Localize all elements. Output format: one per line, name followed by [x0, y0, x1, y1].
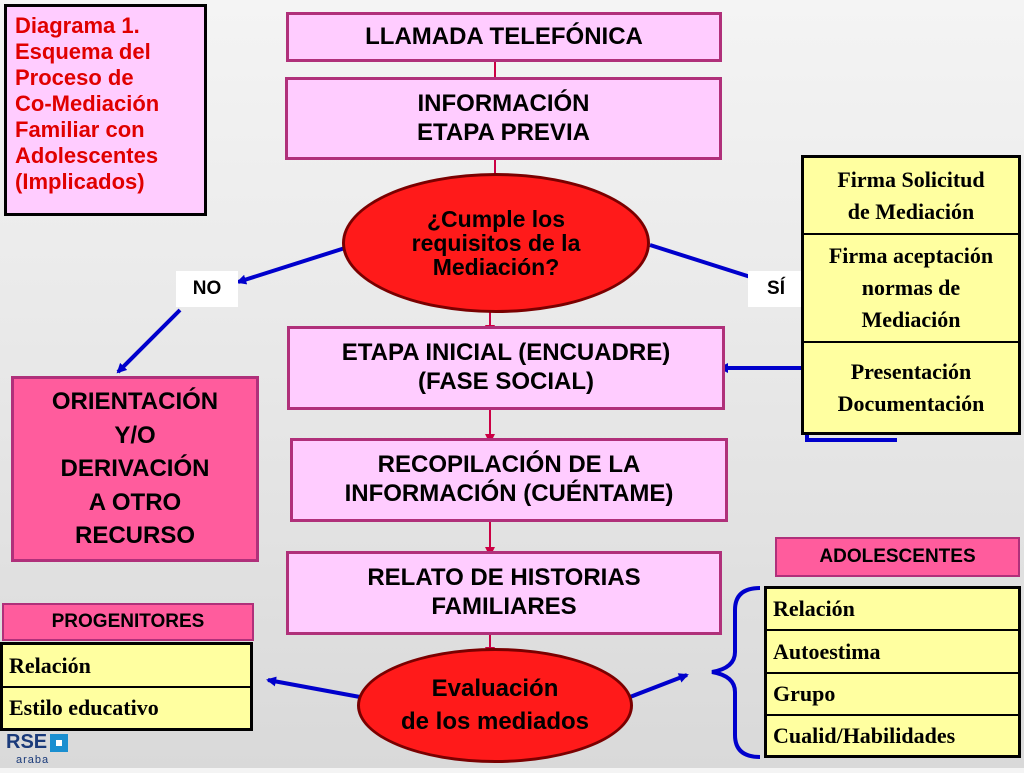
arrow-evaluacion-adolescentes: [629, 673, 689, 699]
firma-item: Firma aceptación normas de Mediación: [804, 235, 1018, 343]
arrow-no-orientacion: [116, 308, 182, 374]
recopilacion-box: RECOPILACIÓN DE LA INFORMACIÓN (CUÉNTAME…: [290, 438, 728, 522]
no-label: NO: [176, 271, 238, 307]
firma-item: Presentación Documentación: [837, 358, 985, 416]
llamada-telefonica-box: LLAMADA TELEFÓNICA: [286, 12, 722, 62]
decision-requisitos-ellipse: ¿Cumple los requisitos de la Mediación?: [342, 173, 650, 313]
adolescentes-header: ADOLESCENTES: [775, 537, 1020, 577]
adolescentes-item: Relación: [767, 589, 1018, 631]
orientacion-derivacion-box: ORIENTACIÓN Y/O DERIVACIÓN A OTRO RECURS…: [11, 376, 259, 562]
si-label: SÍ: [748, 271, 804, 307]
evaluacion-label: Evaluación de los mediados: [400, 675, 590, 735]
relato-historias-label: RELATO DE HISTORIAS FAMILIARES: [367, 564, 641, 620]
orientacion-derivacion-label: ORIENTACIÓN Y/O DERIVACIÓN A OTRO RECURS…: [51, 388, 219, 550]
logo-sub-text: araba: [16, 754, 50, 766]
firma-item: Firma Solicitud de Mediación: [804, 158, 1018, 235]
adolescentes-item: Grupo: [767, 674, 1018, 716]
rse-logo-graphic: [50, 734, 68, 752]
progenitores-header: PROGENITORES: [2, 603, 254, 641]
adolescentes-item: Cualid/Habilidades: [773, 722, 956, 748]
adolescentes-list: Relación Autoestima Grupo Cualid/Habilid…: [764, 586, 1021, 758]
llamada-telefonica-label: LLAMADA TELEFÓNICA: [365, 22, 643, 50]
progenitores-item: Relación: [3, 645, 250, 688]
informacion-etapa-previa-box: INFORMACIÓN ETAPA PREVIA: [285, 77, 722, 160]
progenitores-item: Estilo educativo: [9, 695, 159, 720]
rse-araba-logo: RSE araba: [4, 730, 74, 768]
informacion-etapa-previa-label: INFORMACIÓN ETAPA PREVIA: [417, 89, 590, 146]
relato-historias-box: RELATO DE HISTORIAS FAMILIARES: [286, 551, 722, 635]
firma-requisitos-list: Firma Solicitud de Mediación Firma acept…: [801, 155, 1021, 435]
evaluacion-ellipse: Evaluación de los mediados: [357, 648, 633, 763]
recopilacion-label: RECOPILACIÓN DE LA INFORMACIÓN (CUÉNTAME…: [344, 451, 674, 507]
brace-adolescentes: [711, 586, 761, 759]
decision-requisitos-label: ¿Cumple los requisitos de la Mediación?: [411, 205, 581, 281]
adolescentes-item: Autoestima: [767, 631, 1018, 674]
arrow-decision-si: [649, 243, 762, 283]
etapa-inicial-label: ETAPA INICIAL (ENCUADRE) (FASE SOCIAL): [341, 339, 671, 395]
arrow-evaluacion-progenitores: [266, 676, 361, 699]
progenitores-list: Relación Estilo educativo: [0, 642, 253, 731]
diagram-title: Diagrama 1. Esquema del Proceso de Co-Me…: [4, 4, 207, 216]
logo-main-text: RSE: [6, 731, 48, 753]
arrow-decision-no: [236, 246, 346, 285]
etapa-inicial-box: ETAPA INICIAL (ENCUADRE) (FASE SOCIAL): [287, 326, 725, 410]
